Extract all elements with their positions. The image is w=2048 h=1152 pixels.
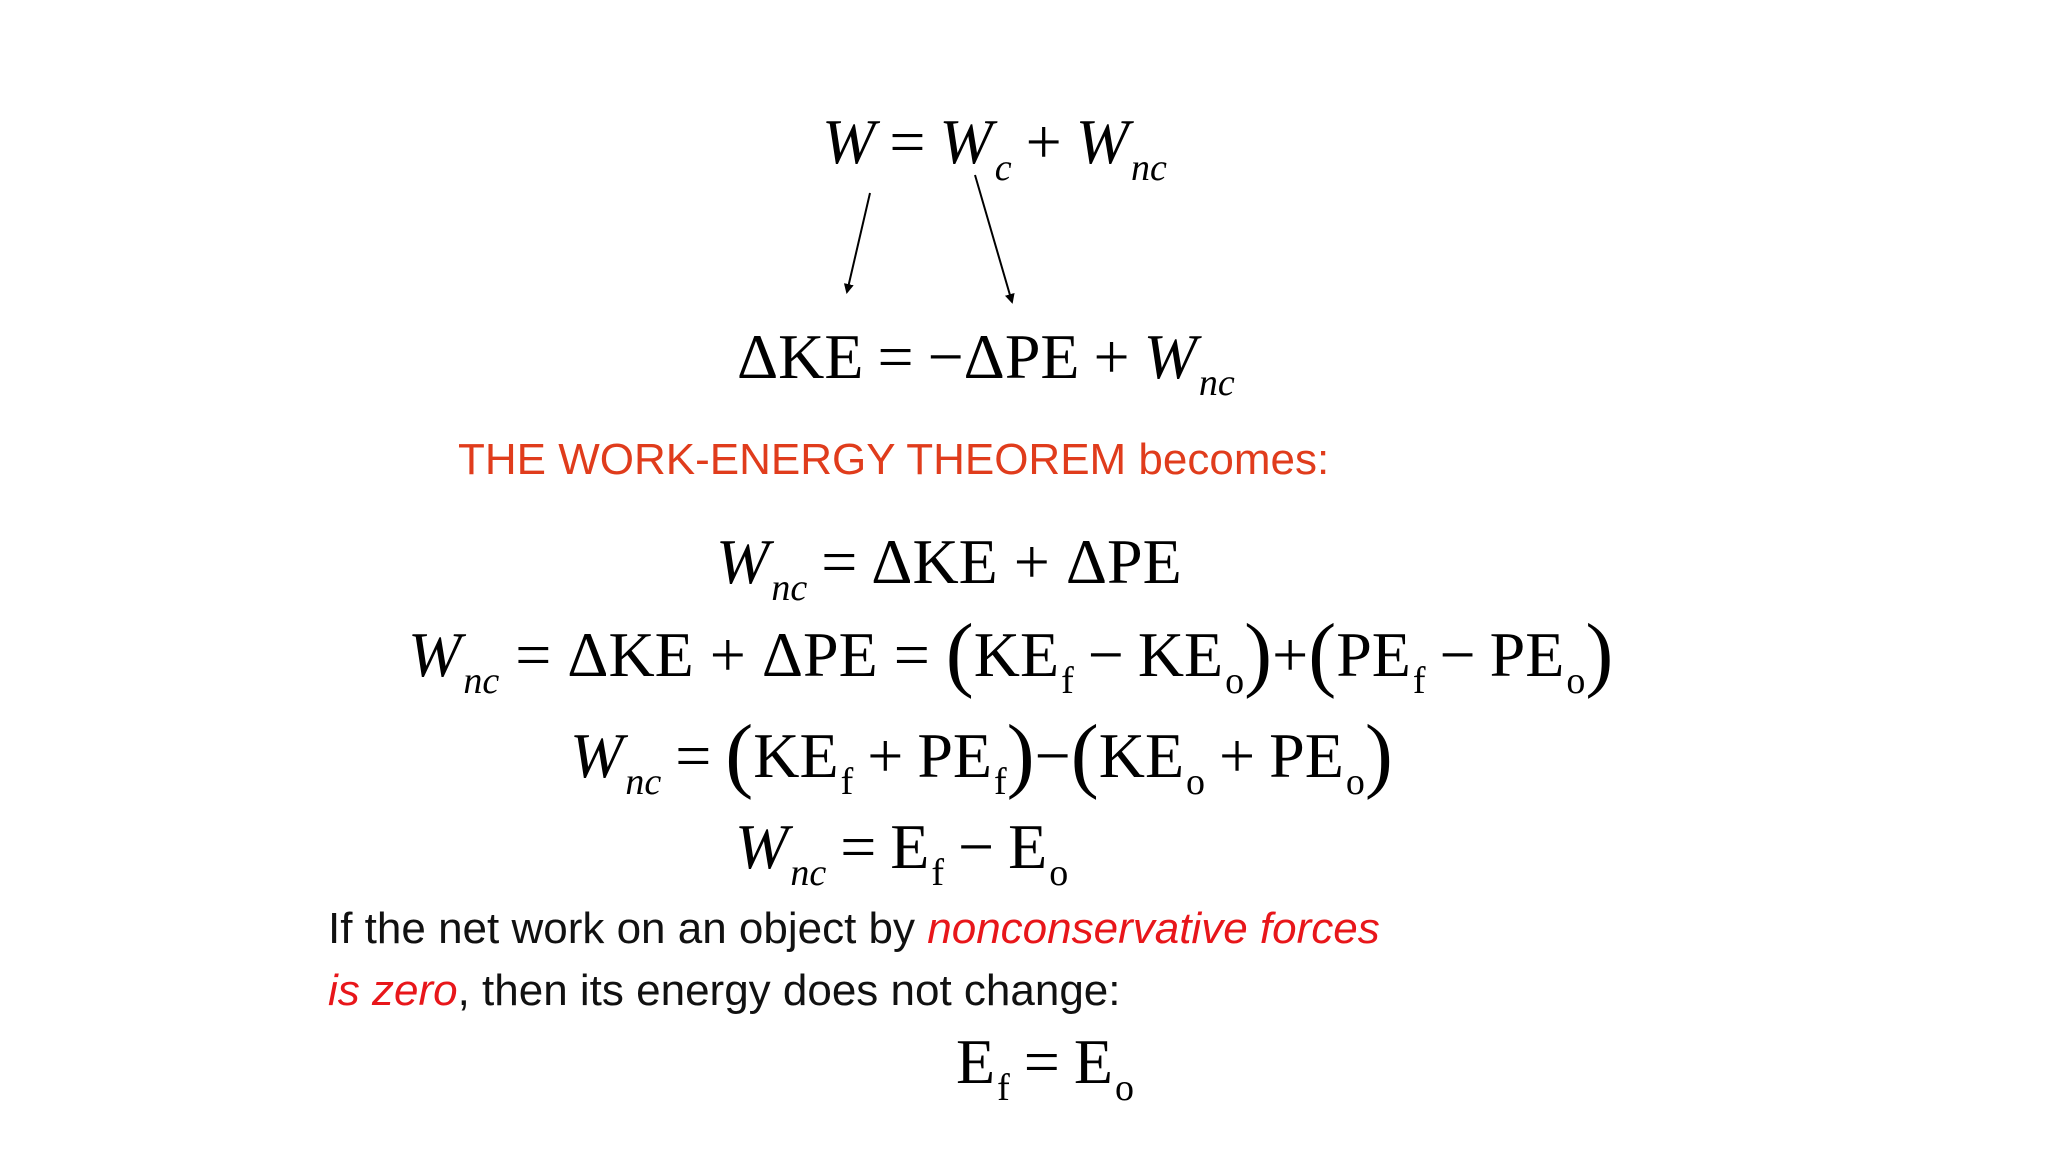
equation-wnc-delta: Wnc=ΔKE + ΔPE: [716, 526, 1182, 610]
arrow-right: [974, 174, 1015, 304]
equation-energy-change: ΔKE=−ΔPE+Wnc: [737, 321, 1235, 405]
equation-energy-conserved: Ef=Eo: [956, 1026, 1134, 1110]
theorem-heading: THE WORK-ENERGY THEOREM becomes:: [458, 435, 1330, 484]
equation-work-sum: W=Wc+Wnc: [822, 106, 1167, 190]
arrow-left: [843, 192, 871, 294]
highlight-nonconservative: nonconservative forces: [927, 904, 1380, 953]
equation-wnc-grouped: Wnc=(KEf+PEf)−(KEo+PEo): [570, 708, 1393, 804]
equation-wnc-expanded: Wnc = ΔKE + ΔPE = (KEf−KEo)+(PEf−PEo): [408, 607, 1614, 703]
highlight-is-zero: is zero: [328, 966, 458, 1015]
equation-wnc-energy: Wnc=Ef−Eo: [735, 811, 1069, 895]
conclusion-text: If the net work on an object by nonconse…: [328, 904, 1380, 1015]
